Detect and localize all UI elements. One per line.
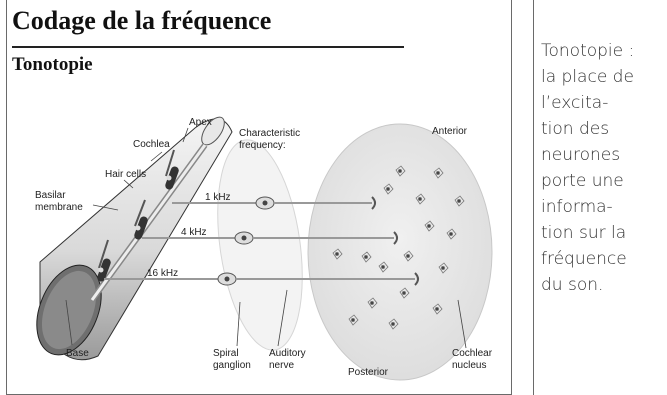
label-membrane: membrane bbox=[35, 202, 83, 213]
caption-line: l’excita- bbox=[541, 93, 609, 113]
caption-line: neurones bbox=[541, 145, 621, 165]
caption-line: tion sur la bbox=[541, 223, 627, 243]
hair-cell-3 bbox=[97, 239, 111, 282]
label-posterior: Posterior bbox=[348, 367, 389, 378]
label-apex: Apex bbox=[189, 117, 212, 128]
hair-cell-2 bbox=[134, 199, 148, 240]
label-base: Base bbox=[66, 348, 89, 359]
slide-title: Codage de la fréquence bbox=[12, 6, 272, 35]
hair-cell-1 bbox=[165, 149, 179, 190]
label-hair-cells: Hair cells bbox=[105, 169, 146, 180]
caption-line: porte une bbox=[541, 171, 624, 191]
slide-subtitle: Tonotopie bbox=[12, 54, 93, 75]
label-spiral: Spiral bbox=[213, 348, 239, 359]
fiber-4khz bbox=[142, 231, 398, 245]
label-16khz: 16 kHz bbox=[147, 268, 178, 279]
label-frequency: frequency: bbox=[239, 140, 286, 151]
caption-line: fréquence bbox=[541, 249, 627, 269]
fiber-16khz bbox=[104, 272, 419, 286]
leader-lines bbox=[65, 127, 467, 349]
cochlea-cylinder bbox=[36, 116, 233, 361]
spiral-ganglion-shape bbox=[217, 139, 303, 351]
nucleus-neurons bbox=[332, 165, 465, 330]
label-1khz: 1 kHz bbox=[205, 192, 231, 203]
caption-text: Tonotopie : la place de l’excita- tion d… bbox=[541, 38, 663, 298]
label-cochlea: Cochlea bbox=[133, 139, 170, 150]
label-characteristic: Characteristic bbox=[239, 128, 300, 139]
label-nucleus: nucleus bbox=[452, 360, 486, 371]
caption-line: du son. bbox=[541, 275, 604, 295]
caption-line: tion des bbox=[541, 119, 610, 139]
caption-line: Tonotopie : bbox=[541, 41, 635, 61]
label-4khz: 4 kHz bbox=[181, 227, 207, 238]
label-anterior: Anterior bbox=[432, 126, 468, 137]
fiber-1khz bbox=[172, 196, 376, 210]
label-basilar: Basilar bbox=[35, 190, 66, 201]
caption-panel bbox=[533, 0, 667, 395]
label-cochlear: Cochlear bbox=[452, 348, 493, 359]
label-ganglion: ganglion bbox=[213, 360, 251, 371]
title-underline bbox=[12, 46, 404, 48]
caption-line: informa- bbox=[541, 197, 613, 217]
label-auditory: Auditory bbox=[269, 348, 306, 359]
caption-line: la place de bbox=[541, 67, 634, 87]
label-nerve: nerve bbox=[269, 360, 294, 371]
